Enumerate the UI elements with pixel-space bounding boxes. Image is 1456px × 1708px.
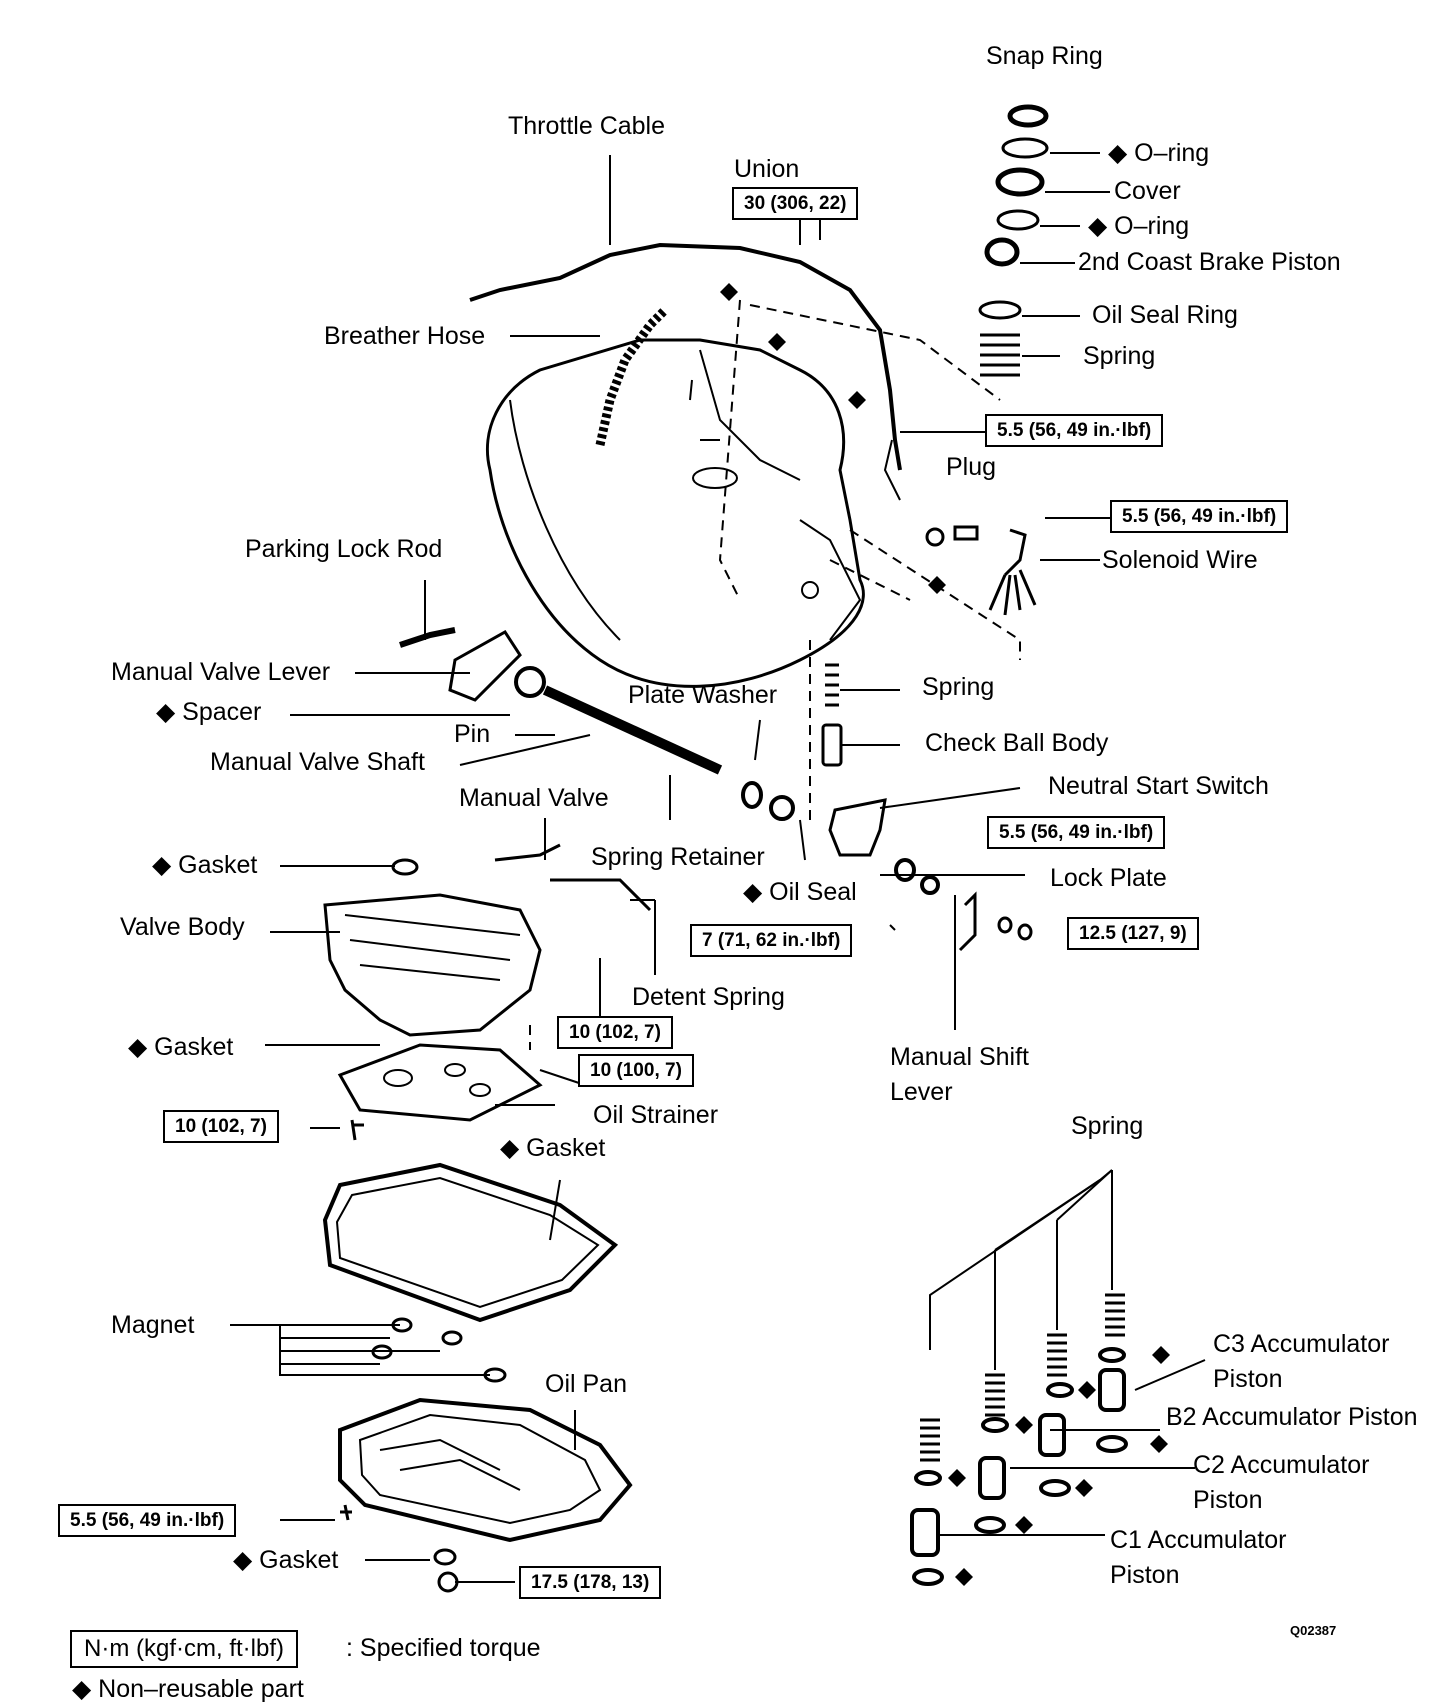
label-c2-accumulator: C2 Accumulator Piston — [1193, 1451, 1370, 1514]
accumulator-leaders — [929, 1169, 1206, 1536]
valve-body-drawing — [323, 843, 652, 1037]
label-coast-brake-piston: 2nd Coast Brake Piston — [1078, 248, 1341, 276]
label-c1-accumulator: C1 Accumulator Piston — [1110, 1526, 1287, 1589]
oil-strainer-drawing — [337, 1043, 543, 1141]
torque-valve-body-bolt: 10 (100, 7) — [578, 1054, 694, 1087]
label-gasket-2: ◆ Gasket — [128, 1033, 234, 1061]
legend-nonreusable: ◆ Non–reusable part — [72, 1675, 304, 1703]
label-manual-valve-lever: Manual Valve Lever — [111, 658, 331, 686]
transmission-case — [485, 338, 865, 688]
label-parking-lock-rod: Parking Lock Rod — [245, 535, 443, 563]
label-spring-retainer: Spring Retainer — [591, 843, 765, 871]
label-gasket-1: ◆ Gasket — [152, 851, 258, 879]
label-neutral-start-switch: Neutral Start Switch — [1048, 772, 1269, 800]
label-oil-seal-ring: Oil Seal Ring — [1092, 301, 1238, 329]
torque-lock-nut: 7 (71, 62 in.·lbf) — [690, 924, 853, 957]
check-ball-drawing — [821, 663, 843, 767]
label-spring-accumulator: Spring — [1071, 1112, 1144, 1140]
label-manual-valve: Manual Valve — [459, 784, 609, 812]
label-o-ring-2: ◆ O–ring — [1088, 212, 1190, 240]
torque-solenoid: 5.5 (56, 49 in.·lbf) — [1110, 500, 1289, 533]
label-b2-accumulator: B2 Accumulator Piston — [1166, 1403, 1418, 1431]
magnet-leaders — [279, 1325, 490, 1376]
label-spacer: ◆ Spacer — [156, 698, 262, 726]
label-plug: Plug — [946, 453, 997, 481]
manual-valve-shaft-drawing — [399, 627, 795, 821]
torque-shift-lever: 12.5 (127, 9) — [1067, 917, 1199, 950]
label-breather-hose: Breather Hose — [324, 322, 486, 350]
label-cover: Cover — [1114, 177, 1181, 205]
label-magnet: Magnet — [111, 1311, 195, 1339]
torque-throttle-bolt: 5.5 (56, 49 in.·lbf) — [985, 414, 1164, 447]
accumulator-springs — [920, 1293, 1125, 1462]
neutral-start-switch-drawing — [828, 798, 1033, 952]
label-oil-pan: Oil Pan — [545, 1370, 627, 1398]
coast-brake-stack — [978, 104, 1049, 377]
torque-neutral-switch: 5.5 (56, 49 in.·lbf) — [987, 816, 1166, 849]
torque-detent: 10 (102, 7) — [557, 1016, 673, 1049]
label-snap-ring: Snap Ring — [986, 42, 1103, 70]
breather-hose-drawing — [595, 306, 669, 446]
torque-strainer: 10 (102, 7) — [163, 1110, 279, 1143]
label-spring-top: Spring — [1083, 342, 1156, 370]
label-plate-washer: Plate Washer — [628, 681, 778, 709]
pan-gasket-drawing — [322, 1162, 619, 1323]
leader-lines — [230, 152, 1110, 1583]
oil-pan-drawing — [338, 1397, 633, 1593]
torque-drain-plug: 17.5 (178, 13) — [519, 1566, 662, 1599]
figure-code: Q02387 — [1290, 1623, 1337, 1638]
assembly-lines — [529, 299, 1021, 1050]
torque-pan-bolt: 5.5 (56, 49 in.·lbf) — [58, 1504, 237, 1537]
label-oil-strainer: Oil Strainer — [593, 1101, 719, 1129]
label-manual-valve-shaft: Manual Valve Shaft — [210, 748, 425, 776]
label-throttle-cable: Throttle Cable — [508, 112, 666, 140]
torque-union: 30 (306, 22) — [732, 187, 859, 220]
label-lock-plate: Lock Plate — [1050, 864, 1167, 892]
throttle-cable-drawing — [469, 155, 902, 501]
solenoid-drawing — [925, 525, 1037, 616]
label-o-ring-1: ◆ O–ring — [1108, 139, 1210, 167]
label-oil-seal: ◆ Oil Seal — [743, 878, 857, 906]
label-check-ball-body: Check Ball Body — [925, 729, 1109, 757]
non-reusable-diamonds — [720, 283, 1170, 1586]
accumulator-pistons — [910, 1347, 1128, 1586]
label-spring-mid: Spring — [922, 673, 995, 701]
label-detent-spring: Detent Spring — [632, 983, 785, 1011]
legend-torque-box: N·m (kgf·cm, ft·lbf) — [70, 1630, 298, 1668]
label-gasket-4: ◆ Gasket — [233, 1546, 339, 1574]
label-valve-body: Valve Body — [120, 913, 245, 941]
legend-torque-text: : Specified torque — [346, 1634, 541, 1662]
label-solenoid-wire: Solenoid Wire — [1102, 546, 1258, 574]
magnet-drawings — [371, 1317, 507, 1383]
label-pin: Pin — [454, 720, 491, 748]
label-manual-shift-lever: Manual Shift Lever — [890, 1043, 1029, 1106]
label-union: Union — [734, 155, 800, 183]
label-gasket-3: ◆ Gasket — [500, 1134, 606, 1162]
label-c3-accumulator: C3 Accumulator Piston — [1213, 1330, 1390, 1393]
